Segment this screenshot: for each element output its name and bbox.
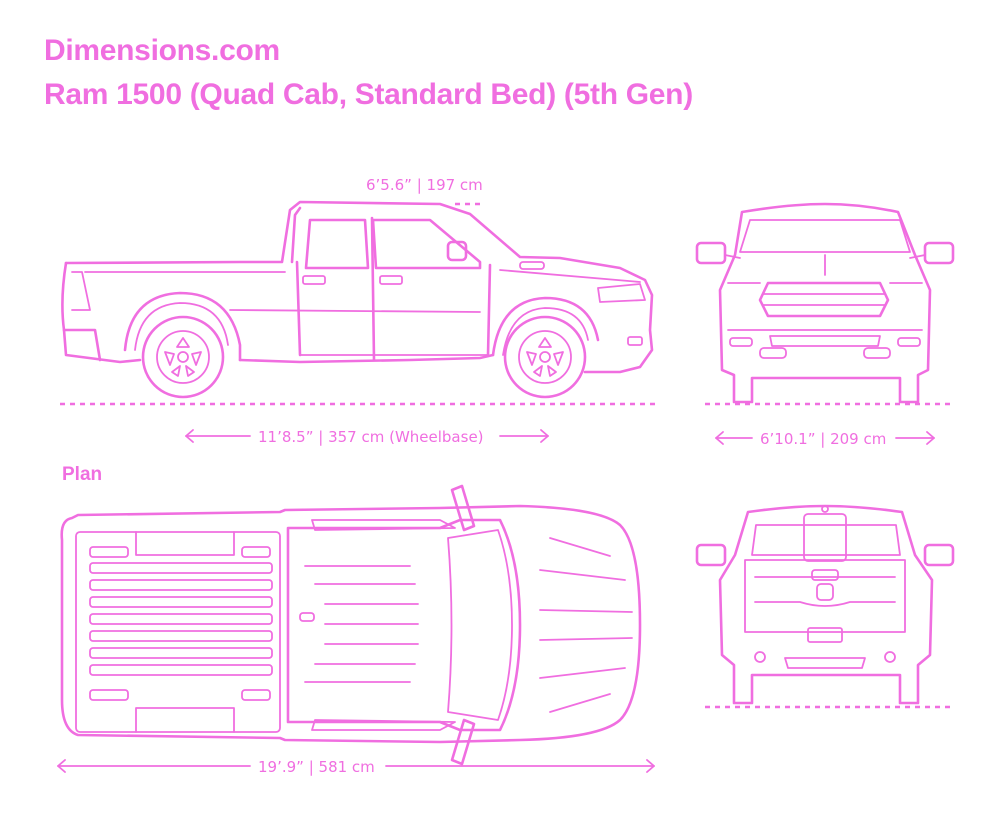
dimension-arrows: [57, 429, 935, 773]
width-dimension: 6’10.1” | 209 cm: [760, 430, 887, 448]
side-view-drawing: [60, 200, 655, 406]
height-dimension: 6’5.6” | 197 cm: [366, 176, 483, 194]
plan-view-drawing: [60, 484, 642, 766]
plan-label: Plan: [62, 464, 103, 485]
front-view-drawing: [695, 202, 955, 406]
length-dimension: 19’.9” | 581 cm: [258, 758, 375, 776]
site-name: Dimensions.com: [44, 34, 280, 67]
wheelbase-dimension: 11’8.5” | 357 cm (Wheelbase): [258, 428, 484, 446]
page-title: Ram 1500 (Quad Cab, Standard Bed) (5th G…: [44, 78, 693, 111]
rear-view-drawing: [695, 504, 955, 709]
